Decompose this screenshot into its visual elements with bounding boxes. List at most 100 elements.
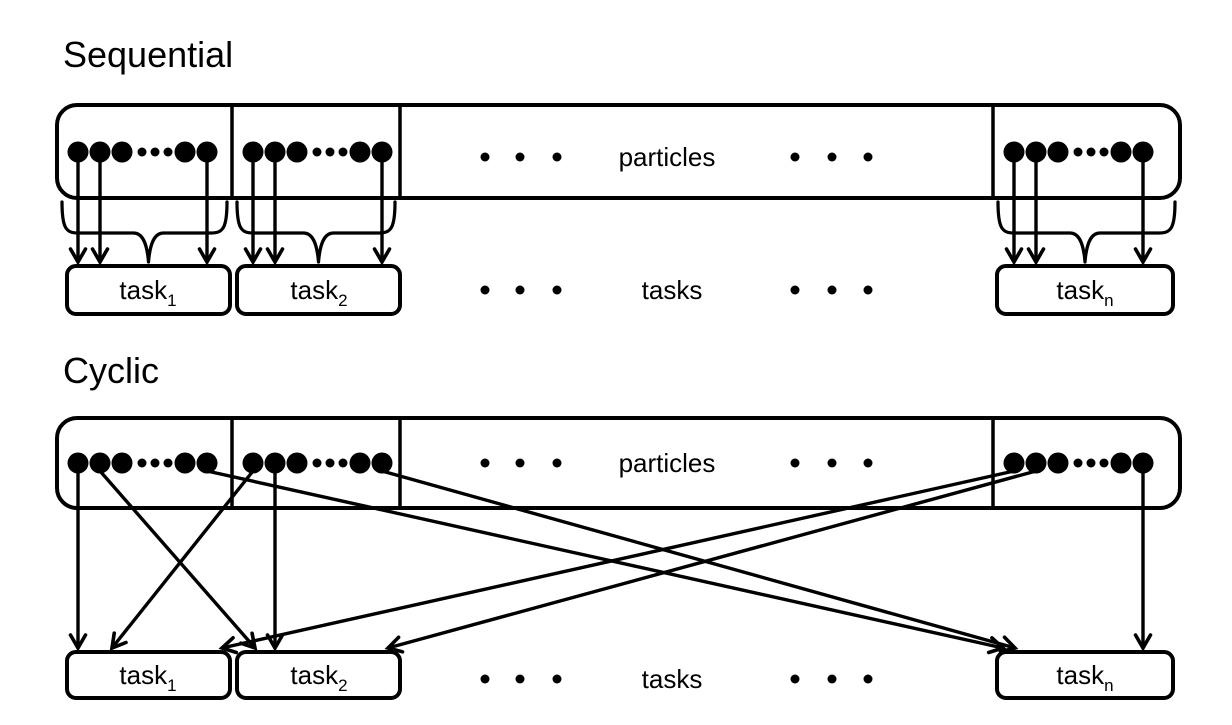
particle-dot [325, 458, 335, 468]
group-brace [60, 200, 229, 264]
task-subscript: 1 [167, 676, 176, 695]
particle-dot [1047, 452, 1069, 474]
task-box [65, 650, 232, 700]
task-label: task2 [290, 275, 347, 310]
particle-dot [1025, 452, 1047, 474]
ellipsis-dot [552, 285, 562, 295]
particle-dot [67, 452, 89, 474]
task-label: taskn [1056, 275, 1113, 310]
particle-dot [242, 141, 264, 163]
particle-dot [1086, 147, 1096, 157]
task-label-text: task [290, 275, 339, 305]
particle-dot [264, 452, 286, 474]
ellipsis-dot [480, 152, 490, 162]
particle-dot [338, 147, 348, 157]
particle-dot [1132, 141, 1154, 163]
particle-dot [174, 452, 196, 474]
task-label-text: task [1056, 275, 1105, 305]
particle-dot [349, 452, 371, 474]
ellipsis-dot [790, 285, 800, 295]
group-brace [996, 200, 1177, 264]
particle-dot [89, 452, 111, 474]
particle-dot [1099, 458, 1109, 468]
ellipsis-dot [480, 458, 490, 468]
task-label: task1 [119, 275, 176, 310]
task-subscript: n [1104, 291, 1113, 310]
task-label-text: task [290, 660, 339, 690]
task-label: taskn [1056, 660, 1113, 695]
particle-dot [1099, 147, 1109, 157]
particle-dot [312, 147, 322, 157]
ellipsis-dot [827, 674, 837, 684]
ellipsis-dot [480, 285, 490, 295]
particle-dot [67, 141, 89, 163]
task-label-text: task [119, 660, 168, 690]
task-label-text: task [119, 275, 168, 305]
ellipsis-dot [552, 458, 562, 468]
assignment-arrow [218, 469, 1015, 655]
assignment-arrow [206, 469, 1007, 655]
particle-dot [1003, 141, 1025, 163]
particle-dot [174, 141, 196, 163]
task-box [235, 650, 402, 700]
sequential-graphics [55, 103, 1182, 316]
particle-dot [150, 147, 160, 157]
particle-dot [264, 141, 286, 163]
tasks-label: tasks [642, 664, 703, 694]
tasks-label: tasks [642, 275, 703, 305]
particle-dot [196, 141, 218, 163]
ellipsis-dot [515, 285, 525, 295]
particle-dot [349, 141, 371, 163]
particle-dot [1047, 141, 1069, 163]
ellipsis-dot [790, 674, 800, 684]
particle-dot [150, 458, 160, 468]
particle-dot [196, 452, 218, 474]
particle-dot [338, 458, 348, 468]
ellipsis-dot [827, 285, 837, 295]
ellipsis-dot [827, 458, 837, 468]
particle-dot [1132, 452, 1154, 474]
ellipsis-dot [863, 674, 873, 684]
particle-dot [1073, 458, 1083, 468]
particle-dot [312, 458, 322, 468]
assignment-arrow [109, 469, 255, 651]
particle-dot [371, 141, 393, 163]
ellipsis-dot [515, 674, 525, 684]
task-subscript: 2 [338, 291, 347, 310]
task-label: task2 [290, 660, 347, 695]
ellipsis-dot [863, 458, 873, 468]
cyclic-graphics [55, 416, 1182, 700]
task-box [995, 650, 1175, 700]
particles-box [55, 416, 1182, 510]
ellipsis-dot [790, 152, 800, 162]
particle-dot [1073, 147, 1083, 157]
assignment-arrow [381, 469, 1019, 654]
particle-dot [1003, 452, 1025, 474]
particle-dot [111, 141, 133, 163]
ellipsis-dot [515, 152, 525, 162]
particle-dot [325, 147, 335, 157]
ellipsis-dot [790, 458, 800, 468]
ellipsis-dot [552, 152, 562, 162]
task-box [65, 264, 232, 316]
particle-dot [163, 458, 173, 468]
particle-dot [137, 147, 147, 157]
particle-dot [137, 458, 147, 468]
assignment-arrow [384, 469, 1037, 654]
task-subscript: n [1104, 676, 1113, 695]
particle-dot [286, 141, 308, 163]
task-subscript: 1 [167, 291, 176, 310]
particle-dot [1086, 458, 1096, 468]
ellipsis-dot [515, 458, 525, 468]
particle-dot [1110, 141, 1132, 163]
assignment-arrow [98, 469, 258, 651]
task-box [995, 264, 1175, 316]
particles-box [55, 103, 1182, 200]
particle-dot [371, 452, 393, 474]
particle-dot [111, 452, 133, 474]
ellipsis-dot [863, 152, 873, 162]
particle-dot [163, 147, 173, 157]
particle-dot [1025, 141, 1047, 163]
